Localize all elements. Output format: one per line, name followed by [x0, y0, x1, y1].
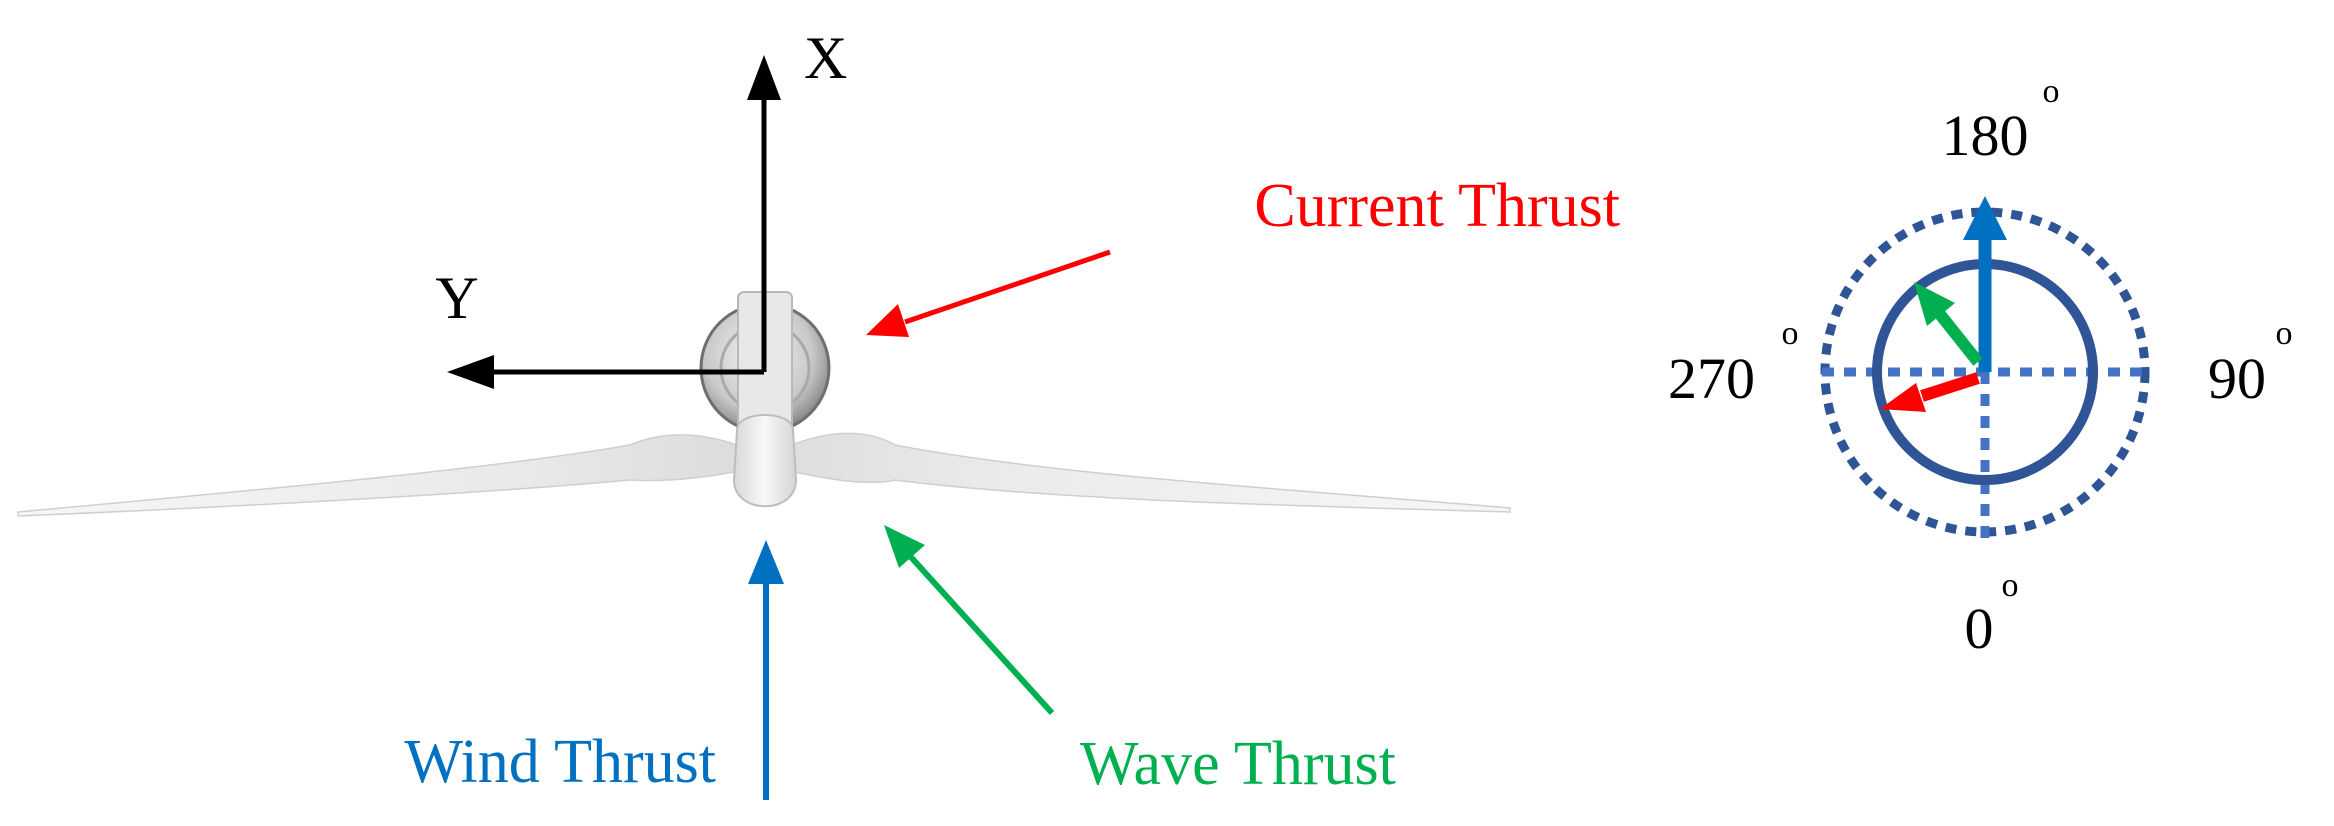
compass-current-vector — [1880, 372, 1980, 412]
compass-degree-90: o — [2276, 315, 2293, 352]
compass-label-180: 180 — [1942, 103, 2029, 168]
compass-degree-180: o — [2043, 73, 2060, 110]
wave-thrust-arrow — [884, 525, 1055, 716]
x-axis-arrowhead — [747, 55, 781, 100]
compass-label-90: 90 — [2208, 346, 2266, 411]
blade-left — [17, 434, 746, 517]
wind-thrust-label: Wind Thrust — [404, 728, 716, 796]
compass-degree-0: o — [2002, 567, 2019, 604]
y-axis-label: Y — [435, 265, 478, 331]
compass-wave-vector — [1914, 282, 1983, 366]
compass-label-0: 0 — [1965, 596, 1994, 661]
compass-wind-vector — [1963, 196, 2007, 372]
compass-label-270: 270 — [1668, 346, 1755, 411]
coordinate-axes: X Y — [435, 25, 847, 389]
direction-compass: 180 o 90 o 0 o 270 o — [1668, 73, 2293, 661]
y-axis-arrowhead — [447, 355, 494, 389]
compass-degree-270: o — [1782, 315, 1799, 352]
wind-thrust-arrow — [748, 540, 784, 800]
current-thrust-arrow — [866, 249, 1111, 337]
x-axis-label: X — [804, 25, 847, 91]
hub — [732, 414, 798, 508]
current-thrust-label: Current Thrust — [1254, 172, 1620, 240]
wave-thrust-label: Wave Thrust — [1080, 730, 1396, 798]
blade-right — [784, 432, 1511, 513]
